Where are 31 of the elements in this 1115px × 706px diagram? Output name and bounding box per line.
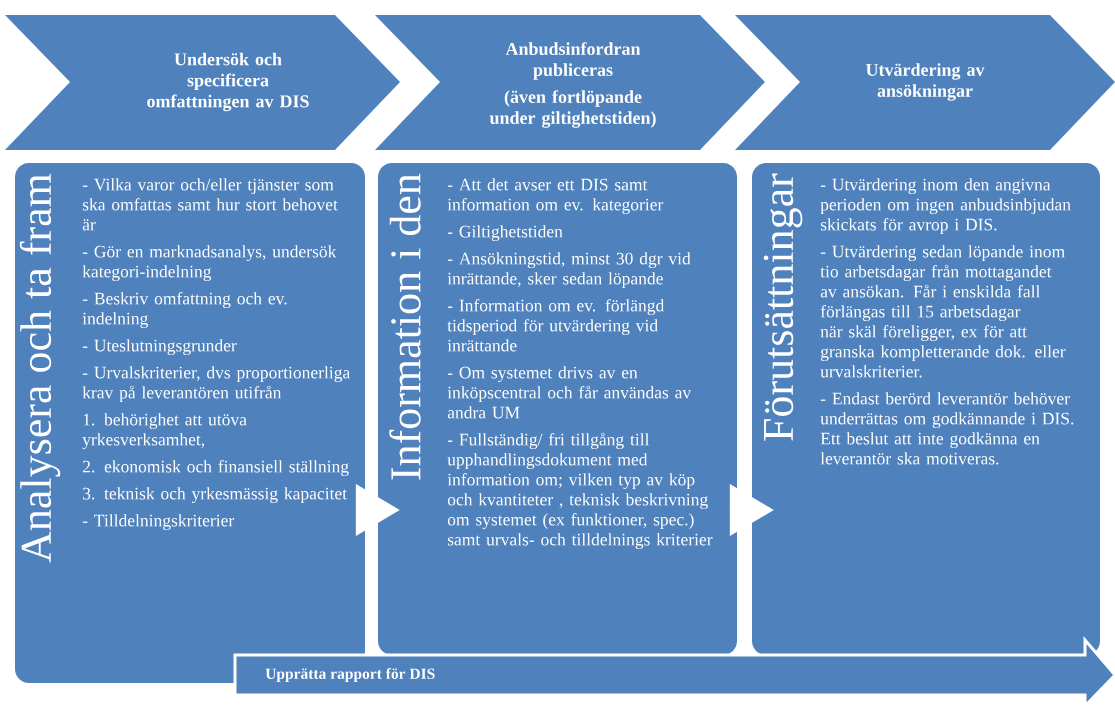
bullet-text: - Vilka varor och/eller tjänster som ska omfattas samt hur stort behovet är bbox=[82, 178, 338, 231]
bullet-text: 1. behörighet att utöva yrkesverksamhet, bbox=[82, 413, 247, 450]
step-banner bbox=[5, 15, 400, 150]
step-banner bbox=[735, 15, 1115, 150]
vertical-heading: Förutsättningar bbox=[763, 173, 803, 441]
vertical-heading: Information i den bbox=[389, 173, 421, 480]
bullet-text: - Att det avser ett DIS samt information om ev. kategorier bbox=[447, 178, 664, 215]
step-title: Anbudsinfordran publiceras bbox=[505, 42, 641, 80]
bullet-text: - Endast berörd leverantör behöver underrättas om godkännande i DIS. Ett beslut att inte godkänna en leverantör ska motiveras. bbox=[820, 392, 1074, 465]
bullet-text: - Fullständig/ fri tillgång till upphandlingsdokument med information om; vilken typ av köp och kvantiteter , teknisk beskrivning om systemet (ex funktioner, spec.) samt urvals- och tilldelnings kriterier bbox=[447, 432, 713, 550]
bullet-text: - Beskriv omfattning och ev. indelning bbox=[82, 292, 287, 329]
bullet-text: 3. teknisk och yrkesmässig kapacitet bbox=[83, 487, 347, 504]
bullet-text: - Om systemet drivs av en inköpscentral och får användas av andra UM bbox=[447, 366, 692, 419]
bullet-text: - Ansökningstid, minst 30 dgr vid inrättande, sker sedan löpande bbox=[447, 252, 691, 289]
bullet-text: - Utvärdering inom den angivna perioden om ingen anbudsinbjudan skickats för avrop i DIS. bbox=[820, 178, 1071, 235]
bullet-text: - Tilldelningskriterier bbox=[82, 514, 235, 531]
arrow bbox=[728, 484, 774, 536]
step-title: (även fortlöpande under giltighetstiden) bbox=[489, 90, 656, 128]
bullet-text: - Uteslutningsgrunder bbox=[82, 339, 237, 356]
bullet-text: - Gör en marknadsanalys, undersök kategori-indelning bbox=[82, 245, 337, 282]
bullet-text: - Information om ev. förlängd tidsperiod för utvärdering vid inrättande bbox=[447, 299, 665, 352]
bullet-text: - Utvärdering sedan löpande inom tio arbetsdagar från mottagandet av ansökan. Får i enskilda fall förlängas till 15 arbetsdagar när skäl föreligger, ex för att granska kompletterande dok. eller urvalskriterier. bbox=[820, 245, 1066, 378]
arrow bbox=[355, 484, 400, 536]
vertical-heading: Analysera och ta fram bbox=[19, 173, 61, 563]
step-title: Utvärdering av ansökningar bbox=[866, 63, 985, 101]
node-label: Upprätta rapport för DIS bbox=[265, 667, 435, 683]
bullet-text: 2. ekonomisk och finansiell ställning bbox=[82, 460, 349, 477]
bullet-text: - Giltighetstiden bbox=[447, 225, 563, 242]
bullet-text: - Urvalskriterier, dvs proportionerliga krav på leverantören utifrån bbox=[82, 366, 350, 403]
step-banner bbox=[375, 15, 765, 150]
step-title: Undersök och specificera omfattningen av DIS bbox=[147, 52, 309, 112]
